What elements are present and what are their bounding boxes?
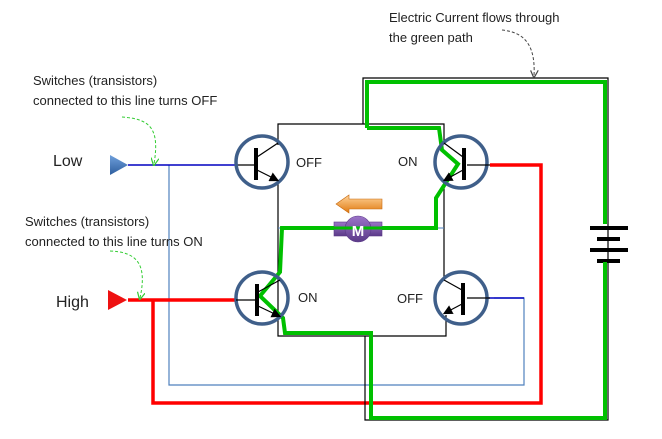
transistor-bottom-right: [433, 270, 490, 326]
high-control-line: [128, 163, 543, 405]
off-note-pointer: [121, 116, 156, 164]
transistor-top-right: [433, 134, 490, 190]
transistor-bottom-left: [234, 270, 290, 326]
off-note-line1: Switches (transistors): [33, 73, 157, 88]
state-top-left: OFF: [296, 155, 322, 170]
on-note-line2: connected to this line turns ON: [25, 234, 203, 249]
state-bottom-right: OFF: [397, 291, 423, 306]
current-note-line1: Electric Current flows through: [389, 10, 560, 25]
low-label: Low: [53, 153, 83, 170]
bridge-wiring: [277, 77, 609, 421]
high-label: High: [56, 294, 89, 311]
current-path: [257, 80, 607, 420]
current-note-line2: the green path: [389, 30, 473, 45]
on-note-line1: Switches (transistors): [25, 214, 149, 229]
high-input-triangle-icon: [108, 290, 127, 310]
state-bottom-left: ON: [298, 290, 318, 305]
off-note-line2: connected to this line turns OFF: [33, 93, 217, 108]
low-input-triangle-icon: [110, 155, 128, 175]
motor-label: M: [352, 223, 365, 240]
current-note-pointer: [501, 29, 534, 76]
transistor-top-left: [234, 134, 290, 190]
motor-icon: M: [282, 215, 436, 243]
on-note-pointer: [109, 250, 142, 298]
battery-icon: [590, 226, 628, 263]
low-control-line: [128, 164, 525, 386]
state-top-right: ON: [398, 154, 418, 169]
direction-arrow-icon: [335, 194, 383, 214]
